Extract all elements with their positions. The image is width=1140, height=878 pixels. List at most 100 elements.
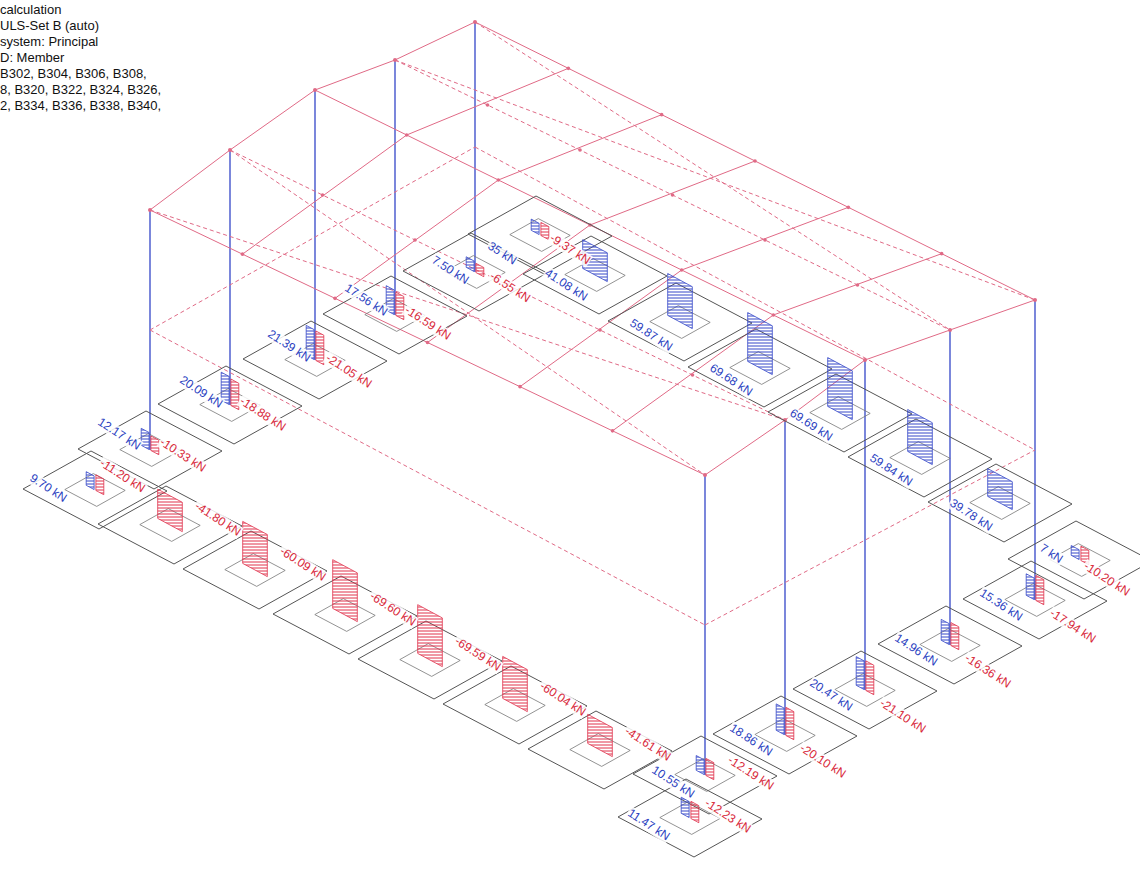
rafter [950,300,1035,330]
column [949,330,950,645]
reaction-value: -10.33 kN [156,435,208,475]
brace [150,210,785,420]
reaction-bar-positive [941,619,949,644]
header-text: 2, B334, B336, B338, B340, [0,98,161,113]
reaction-value: 7.50 kN [428,253,471,288]
purlin [475,22,1035,300]
header-text: calculation [0,2,61,17]
brace [395,60,1035,300]
reaction-value: -60.09 kN [276,544,328,584]
header-text: B302, B304, B306, B308, [0,66,147,81]
column [394,60,395,315]
girt [150,330,705,625]
reaction-value: -41.80 kN [191,499,243,539]
reaction-bar-negative [588,714,613,756]
reaction-bar-positive [681,797,689,817]
rafter [773,254,941,315]
reaction-value: 12.17 kN [94,415,143,453]
rafter [498,115,661,180]
node-dot [486,103,490,107]
reaction-value: -16.36 kN [961,651,1013,691]
reaction-bar-negative [96,475,104,495]
node-dot [473,20,477,24]
rafter [705,420,785,475]
node-dot [948,328,952,332]
header-text: D: Member [0,50,64,65]
reaction-value: -16.59 kN [401,303,453,343]
reaction-bar-positive [988,469,1013,510]
rafter [315,60,395,90]
reaction-bar-negative [333,560,358,622]
reaction-value: -6.55 kN [486,269,533,306]
rafter [682,207,849,270]
reaction-value: -69.59 kN [451,634,503,674]
footing [403,233,547,311]
reaction-value: -20.10 kN [796,741,848,781]
reaction-bar-negative [541,222,549,239]
node-dot [148,208,152,212]
reaction-bar-positive [668,274,693,329]
reaction-value: -69.60 kN [366,589,418,629]
reaction-value: 11.47 kN [624,806,672,844]
footing [928,464,1072,542]
footing [23,451,167,529]
node-dot [313,88,317,92]
brace [475,22,950,330]
reaction-value: -21.05 kN [322,351,374,391]
reaction-bar-negative [1036,575,1044,604]
reaction-bar-negative [786,707,794,739]
reaction-bar-positive [466,257,474,272]
girt [150,147,475,330]
rafter [520,270,682,387]
reaction-value: 41.08 kN [541,266,590,304]
reaction-value: -41.61 kN [621,724,673,764]
footing [243,321,387,399]
node-dot [1033,298,1037,302]
column [864,360,865,690]
reaction-bar-positive [531,219,539,234]
node-dot [863,358,867,362]
reaction-value: -12.23 kN [701,796,753,836]
reaction-bar-negative [243,521,268,576]
column [314,90,315,360]
girt [475,147,1035,450]
rafter [243,135,407,254]
rafter [590,161,755,225]
column [784,420,785,735]
brace [230,150,705,475]
reaction-bar-positive [141,428,149,449]
rafter [150,150,230,210]
reaction-value: 9.70 kN [26,471,69,506]
footing [158,366,302,444]
reaction-bar-positive [748,313,773,375]
header-text: 8, B320, B322, B324, B326, [0,82,161,97]
header-text: ULS-Set B (auto) [0,18,99,33]
reaction-bar-negative [476,263,484,276]
reaction-bar-positive [696,756,704,775]
reaction-bar-positive [776,704,784,735]
reaction-bar-negative [866,661,874,695]
purlin [150,210,705,475]
footing [1008,521,1140,599]
reaction-bar-negative [396,292,404,320]
node-dot [703,473,707,477]
reaction-bar-positive [1026,574,1034,600]
reaction-bar-negative [691,801,699,822]
reaction-value: -12.19 kN [724,753,776,793]
purlin [230,150,785,420]
header-text: system: Principal [0,34,98,49]
reaction-bar-negative [158,489,183,531]
reaction-value: -17.94 kN [1046,606,1098,646]
node-dot [228,148,232,152]
node-dot [578,148,582,152]
ridge [315,90,865,360]
node-dot [393,58,397,62]
column [229,150,230,405]
reaction-bar-negative [418,605,443,667]
reaction-value: 7 kN [1036,541,1065,566]
reaction-bar-positive [856,657,864,690]
rafter [230,90,315,150]
reaction-value: -11.20 kN [96,456,148,496]
reaction-bar-negative [706,758,714,779]
reaction-bar-negative [951,623,959,650]
